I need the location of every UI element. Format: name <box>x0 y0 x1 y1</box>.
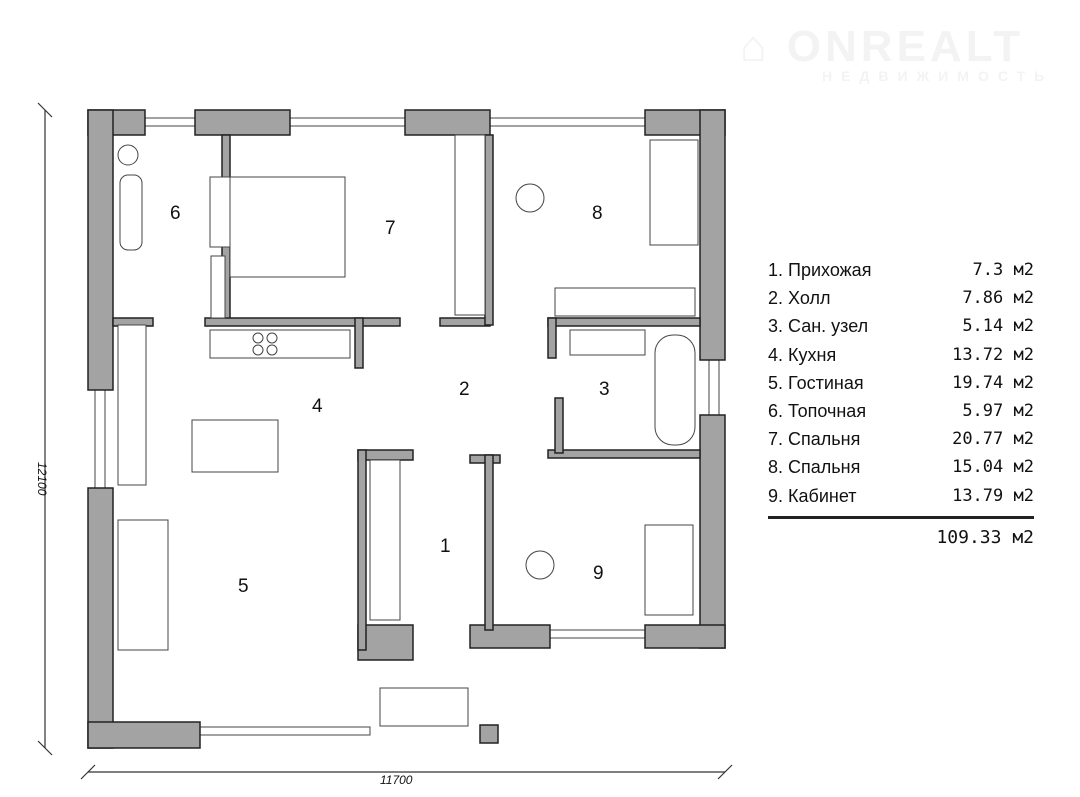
room-number-8: 8 <box>592 203 603 224</box>
legend-name: Холл <box>788 288 831 309</box>
legend-area: 5.97 <box>962 400 1004 421</box>
total-area-unit: м2 <box>1012 526 1034 548</box>
total-area: 109.33 м2 <box>768 527 1034 548</box>
legend-name: Прихожая <box>788 260 872 280</box>
legend-num: 5 <box>768 372 779 393</box>
legend-name: Кабинет <box>788 485 857 506</box>
legend-area: 7.3 <box>972 260 1004 280</box>
legend-unit: м2 <box>1013 457 1034 478</box>
legend-unit: м2 <box>1013 429 1034 450</box>
legend-num: 1 <box>768 260 779 280</box>
legend-unit: м2 <box>1013 260 1034 280</box>
legend-num: 7 <box>768 429 779 450</box>
dimension-lines: 12100 11700 <box>35 102 733 787</box>
legend-name: Топочная <box>788 400 867 421</box>
legend-area: 20.77 <box>952 429 1004 450</box>
legend-name: Сан. узел <box>788 316 869 337</box>
legend-num: 2 <box>768 288 779 309</box>
legend-unit: м2 <box>1013 372 1034 393</box>
legend-area: 13.72 <box>952 344 1004 365</box>
legend-num: 3 <box>768 316 779 337</box>
room-number-4: 4 <box>312 396 323 417</box>
dimension-height: 12100 <box>35 462 49 496</box>
legend-name: Спальня <box>788 429 861 450</box>
room-number-6: 6 <box>170 203 181 224</box>
room-number-1: 1 <box>440 536 451 557</box>
legend-name: Гостиная <box>788 372 864 393</box>
furniture <box>117 134 699 744</box>
legend-num: 6 <box>768 400 779 421</box>
legend-area: 13.79 <box>952 485 1004 506</box>
legend-name: Спальня <box>788 457 861 478</box>
legend-unit: м2 <box>1013 400 1034 421</box>
legend-area: 7.86 <box>962 288 1004 309</box>
legend-unit: м2 <box>1013 316 1034 337</box>
legend-area: 15.04 <box>952 457 1004 478</box>
legend-area: 19.74 <box>952 372 1004 393</box>
legend-num: 4 <box>768 344 779 365</box>
legend-unit: м2 <box>1013 288 1034 309</box>
dimension-width: 11700 <box>380 773 413 787</box>
total-divider <box>768 515 1034 519</box>
room-number-3: 3 <box>599 379 610 400</box>
walls <box>87 109 726 749</box>
total-area-value: 109.33 <box>936 526 1002 548</box>
floor-plan: 12100 11700 <box>35 102 733 787</box>
room-number-5: 5 <box>238 576 249 597</box>
legend-area: 5.14 <box>962 316 1004 337</box>
legend-num: 9 <box>768 485 779 506</box>
legend-name: Кухня <box>788 344 837 365</box>
legend-unit: м2 <box>1013 344 1034 365</box>
legend-num: 8 <box>768 457 779 478</box>
legend-unit: м2 <box>1013 485 1034 506</box>
room-number-9: 9 <box>593 563 604 584</box>
room-number-2: 2 <box>459 379 470 400</box>
room-number-7: 7 <box>385 218 396 239</box>
room-numbers: 1 2 3 4 5 6 7 8 9 <box>170 203 610 597</box>
